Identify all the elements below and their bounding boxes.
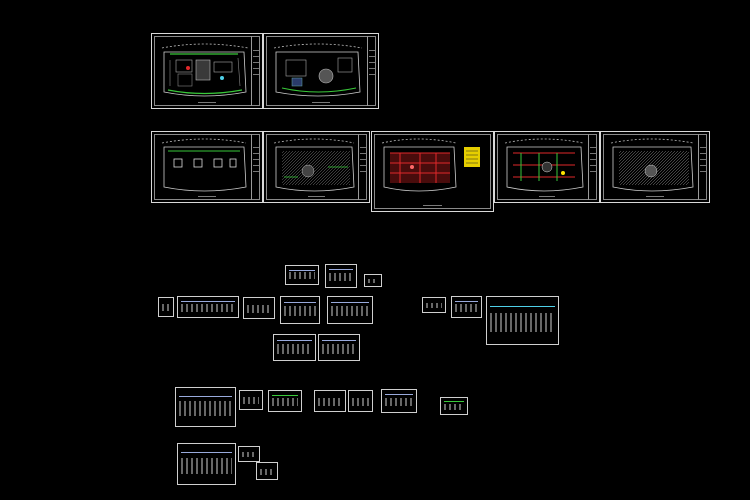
detail-sheet[interactable]	[285, 265, 319, 285]
detail-sheet[interactable]	[451, 296, 482, 318]
detail-sheet[interactable]	[381, 389, 417, 413]
sheet-border	[374, 134, 491, 209]
floor-plan-drawing	[381, 138, 480, 192]
sheet-border	[266, 134, 367, 200]
sheet-border	[497, 134, 597, 200]
detail-sheet[interactable]	[273, 334, 316, 361]
detail-sheet[interactable]	[327, 296, 373, 324]
floor-plan-sheet-5[interactable]	[371, 131, 494, 212]
detail-sheet[interactable]	[158, 297, 174, 317]
title-block	[251, 36, 260, 106]
sheet-caption	[264, 196, 369, 198]
sheet-border	[154, 134, 260, 200]
detail-sheet[interactable]	[268, 390, 302, 412]
sheet-caption	[372, 205, 493, 207]
sheet-caption	[601, 196, 709, 198]
title-block	[251, 134, 260, 200]
title-block	[358, 134, 367, 200]
detail-sheet[interactable]	[239, 390, 263, 410]
detail-sheet[interactable]	[422, 297, 446, 313]
floor-plan-drawing	[161, 43, 249, 97]
detail-sheet[interactable]	[440, 397, 468, 415]
sheet-caption	[264, 102, 378, 104]
floor-plan-sheet-4[interactable]	[263, 131, 370, 203]
floor-plan-sheet-7[interactable]	[600, 131, 710, 203]
sheet-border	[603, 134, 707, 200]
sheet-caption	[495, 196, 599, 198]
detail-sheet[interactable]	[364, 274, 382, 287]
title-block	[588, 134, 597, 200]
floor-plan-sheet-1[interactable]	[151, 33, 263, 109]
detail-sheet[interactable]	[314, 390, 346, 412]
floor-plan-sheet-6[interactable]	[494, 131, 600, 203]
detail-sheet[interactable]	[318, 334, 360, 361]
detail-sheet[interactable]	[177, 296, 239, 318]
title-block	[367, 36, 376, 106]
detail-sheet[interactable]	[348, 390, 373, 412]
detail-sheet[interactable]	[238, 446, 260, 462]
sheet-caption	[152, 196, 262, 198]
detail-sheet-large[interactable]	[177, 443, 236, 485]
floor-plan-drawing	[610, 138, 694, 192]
floor-plan-drawing	[273, 43, 363, 97]
sheet-border	[266, 36, 376, 106]
sheet-caption	[152, 102, 262, 104]
detail-sheet-large[interactable]	[175, 387, 236, 427]
detail-sheet-large[interactable]	[486, 296, 559, 345]
floor-plan-drawing	[161, 138, 247, 192]
detail-sheet[interactable]	[325, 264, 357, 288]
title-block	[698, 134, 707, 200]
detail-sheet[interactable]	[243, 297, 275, 319]
sheet-border	[154, 36, 260, 106]
detail-sheet[interactable]	[256, 462, 278, 480]
floor-plan-sheet-2[interactable]	[263, 33, 379, 109]
floor-plan-drawing	[504, 138, 584, 192]
floor-plan-drawing	[273, 138, 355, 192]
floor-plan-sheet-3[interactable]	[151, 131, 263, 203]
detail-sheet[interactable]	[280, 296, 320, 324]
